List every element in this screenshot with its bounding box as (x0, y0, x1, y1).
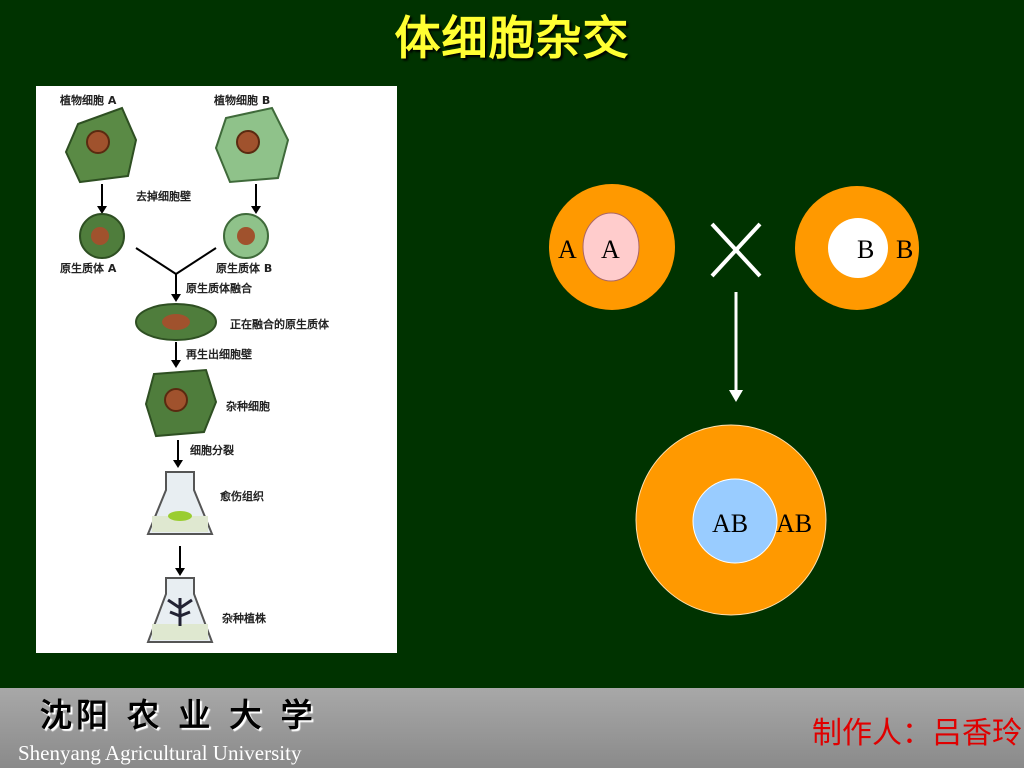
cell-a-outer-label: A (558, 235, 577, 264)
process-figure: 植物细胞 A 植物细胞 B 去掉细胞壁 原生质体 A 原生质体 B 原生质体融合… (36, 86, 397, 653)
label-protoplast-a: 原生质体 A (60, 261, 117, 275)
protoplast-b-nucleus (237, 227, 255, 245)
nucleus-a (86, 130, 110, 154)
label-step-fusion: 原生质体融合 (186, 281, 253, 295)
slide-title: 体细胞杂交 (394, 11, 630, 65)
cell-b-inner (828, 218, 888, 278)
university-name-en: Shenyang Agricultural University (18, 741, 302, 765)
arrowhead-division (173, 460, 183, 468)
label-hybrid-cell: 杂种细胞 (226, 399, 270, 413)
cell-a-inner-label: A (601, 235, 620, 264)
arrowhead-plant (175, 568, 185, 576)
arrowhead-a (97, 206, 107, 214)
plantlet (167, 598, 193, 626)
label-hybrid-plant: 杂种植株 (222, 611, 267, 625)
footer-bar (0, 688, 1024, 768)
hybrid-nucleus (164, 388, 188, 412)
cell-a-inner (582, 212, 640, 282)
cross-diagram: A A × B B AB AB (549, 184, 919, 616)
label-callus: 愈伤组织 (220, 489, 264, 503)
hybrid-inner (692, 478, 778, 564)
label-step-regen: 再生出细胞壁 (186, 347, 252, 361)
label-fusing: 正在融合的原生质体 (230, 317, 330, 331)
university-name-cn: 沈阳 农 业 大 学 (40, 696, 317, 734)
hybrid-outer-label: AB (776, 509, 812, 538)
label-step-division: 细胞分裂 (190, 443, 234, 457)
process-figure-svg: 植物细胞 A 植物细胞 B 去掉细胞壁 原生质体 A 原生质体 B 原生质体融合… (59, 93, 330, 643)
plant-medium (152, 624, 208, 640)
arrow-down-head (729, 390, 743, 402)
cross-symbol: × (736, 258, 737, 261)
merge-line-b (175, 247, 217, 275)
callus-medium (152, 516, 208, 532)
author-credit: 制作人：吕香玲 (812, 716, 1022, 751)
protoplast-a-nucleus (91, 227, 109, 245)
callus-tissue (168, 511, 192, 521)
label-cell-a: 植物细胞 A (59, 93, 117, 107)
arrowhead-b (251, 206, 261, 214)
fusing-nucleus (162, 314, 190, 330)
arrowhead-regen (171, 360, 181, 368)
merge-line-a (135, 247, 177, 275)
label-protoplast-b: 原生质体 B (216, 261, 272, 275)
cell-b-outer-label: B (896, 235, 913, 264)
label-remove-wall: 去掉细胞壁 (136, 189, 191, 203)
nucleus-b (236, 130, 260, 154)
hybrid-inner-label: AB (712, 509, 748, 538)
arrowhead-fusion (171, 294, 181, 302)
label-cell-b: 植物细胞 B (213, 93, 270, 107)
cross-stroke-2 (710, 222, 762, 278)
cell-b-inner-label: B (857, 235, 874, 264)
